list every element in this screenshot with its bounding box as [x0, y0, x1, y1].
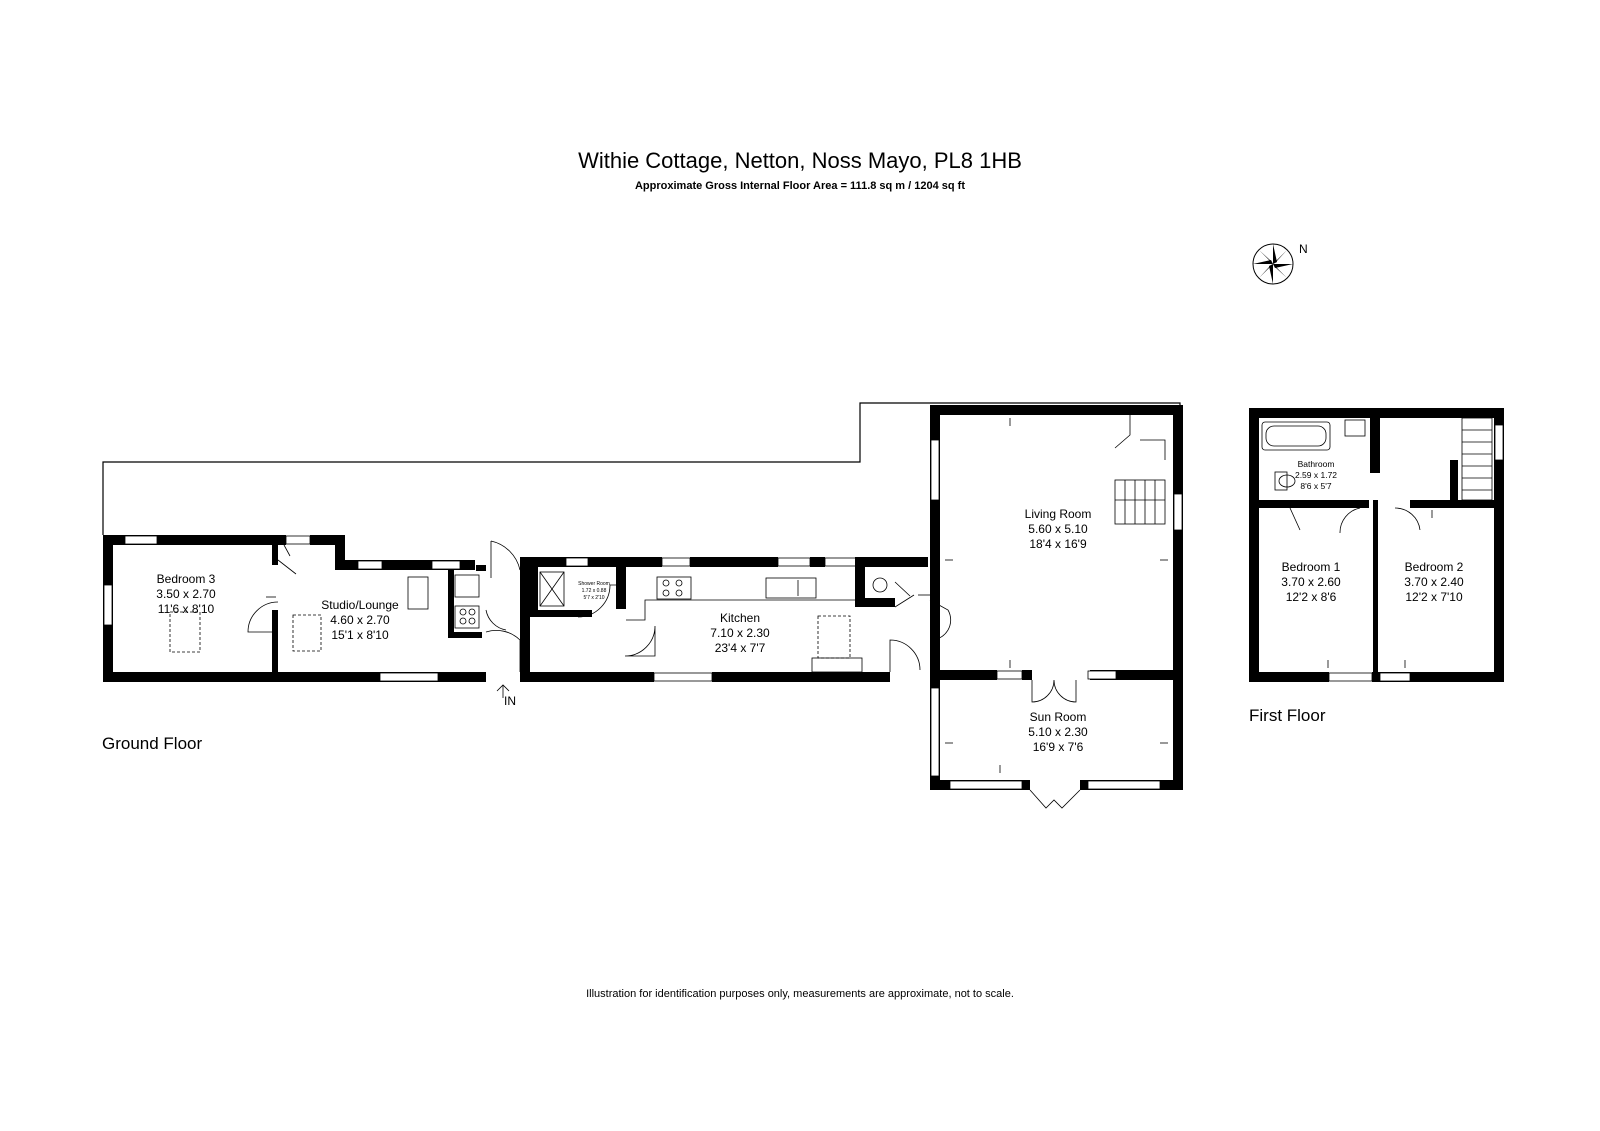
- room-metric: 5.10 x 2.30: [1028, 725, 1088, 739]
- room-name: Living Room: [1025, 507, 1092, 521]
- compass-rose-icon: [1252, 243, 1294, 285]
- room-label-bedroom-1: Bedroom 1 3.70 x 2.60 12'2 x 8'6: [1281, 560, 1341, 604]
- floor-area-subtitle: Approximate Gross Internal Floor Area = …: [634, 180, 966, 192]
- room-imperial: 18'4 x 16'9: [1029, 537, 1087, 551]
- room-name: Bedroom 2: [1405, 560, 1464, 574]
- room-metric: 3.50 x 2.70: [156, 587, 216, 601]
- first-floor-plan: [1249, 408, 1504, 682]
- room-imperial: 23'4 x 7'7: [715, 641, 766, 655]
- room-imperial: 12'2 x 7'10: [1405, 590, 1463, 604]
- room-imperial: 5'7 x 2'10: [583, 595, 604, 601]
- compass-north-label: N: [1299, 242, 1308, 256]
- room-metric: 3.70 x 2.40: [1404, 575, 1464, 589]
- room-label-living-room: Living Room 5.60 x 5.10 18'4 x 16'9: [1025, 507, 1092, 551]
- room-label-bedroom-3: Bedroom 3 3.50 x 2.70 11'6 x 8'10: [156, 572, 216, 616]
- page-title: Withie Cottage, Netton, Noss Mayo, PL8 1…: [578, 148, 1022, 173]
- ground-floor-label: Ground Floor: [102, 734, 203, 753]
- entrance-label: IN: [504, 694, 516, 708]
- room-imperial: 15'1 x 8'10: [331, 628, 389, 642]
- room-name: Shower Room: [578, 581, 610, 587]
- room-name: Bedroom 1: [1282, 560, 1341, 574]
- room-imperial: 16'9 x 7'6: [1033, 740, 1084, 754]
- room-metric: 4.60 x 2.70: [330, 613, 390, 627]
- room-label-kitchen: Kitchen 7.10 x 2.30 23'4 x 7'7: [710, 611, 770, 655]
- first-floor-label: First Floor: [1249, 706, 1326, 725]
- room-label-sun-room: Sun Room 5.10 x 2.30 16'9 x 7'6: [1028, 710, 1088, 754]
- room-imperial: 11'6 x 8'10: [158, 602, 215, 616]
- room-name: Studio/Lounge: [321, 598, 399, 612]
- room-name: Sun Room: [1030, 710, 1087, 724]
- room-metric: 5.60 x 5.10: [1028, 522, 1088, 536]
- room-imperial: 12'2 x 8'6: [1286, 590, 1337, 604]
- disclaimer-text: Illustration for identification purposes…: [586, 988, 1014, 1000]
- room-metric: 7.10 x 2.30: [710, 626, 770, 640]
- room-metric: 2.59 x 1.72: [1295, 470, 1337, 480]
- room-metric: 3.70 x 2.60: [1281, 575, 1341, 589]
- room-label-studio-lounge: Studio/Lounge 4.60 x 2.70 15'1 x 8'10: [321, 598, 399, 642]
- room-label-bathroom: Bathroom 2.59 x 1.72 8'6 x 5'7: [1295, 459, 1337, 491]
- room-imperial: 8'6 x 5'7: [1300, 481, 1331, 491]
- room-name: Bedroom 3: [157, 572, 216, 586]
- room-label-shower-room: Shower Room 1.72 x 0.88 5'7 x 2'10: [578, 581, 610, 601]
- room-name: Bathroom: [1298, 459, 1335, 469]
- ground-floor-plan: [102, 402, 1183, 809]
- room-label-bedroom-2: Bedroom 2 3.70 x 2.40 12'2 x 7'10: [1404, 560, 1464, 604]
- room-metric: 1.72 x 0.88: [582, 588, 607, 594]
- room-name: Kitchen: [720, 611, 760, 625]
